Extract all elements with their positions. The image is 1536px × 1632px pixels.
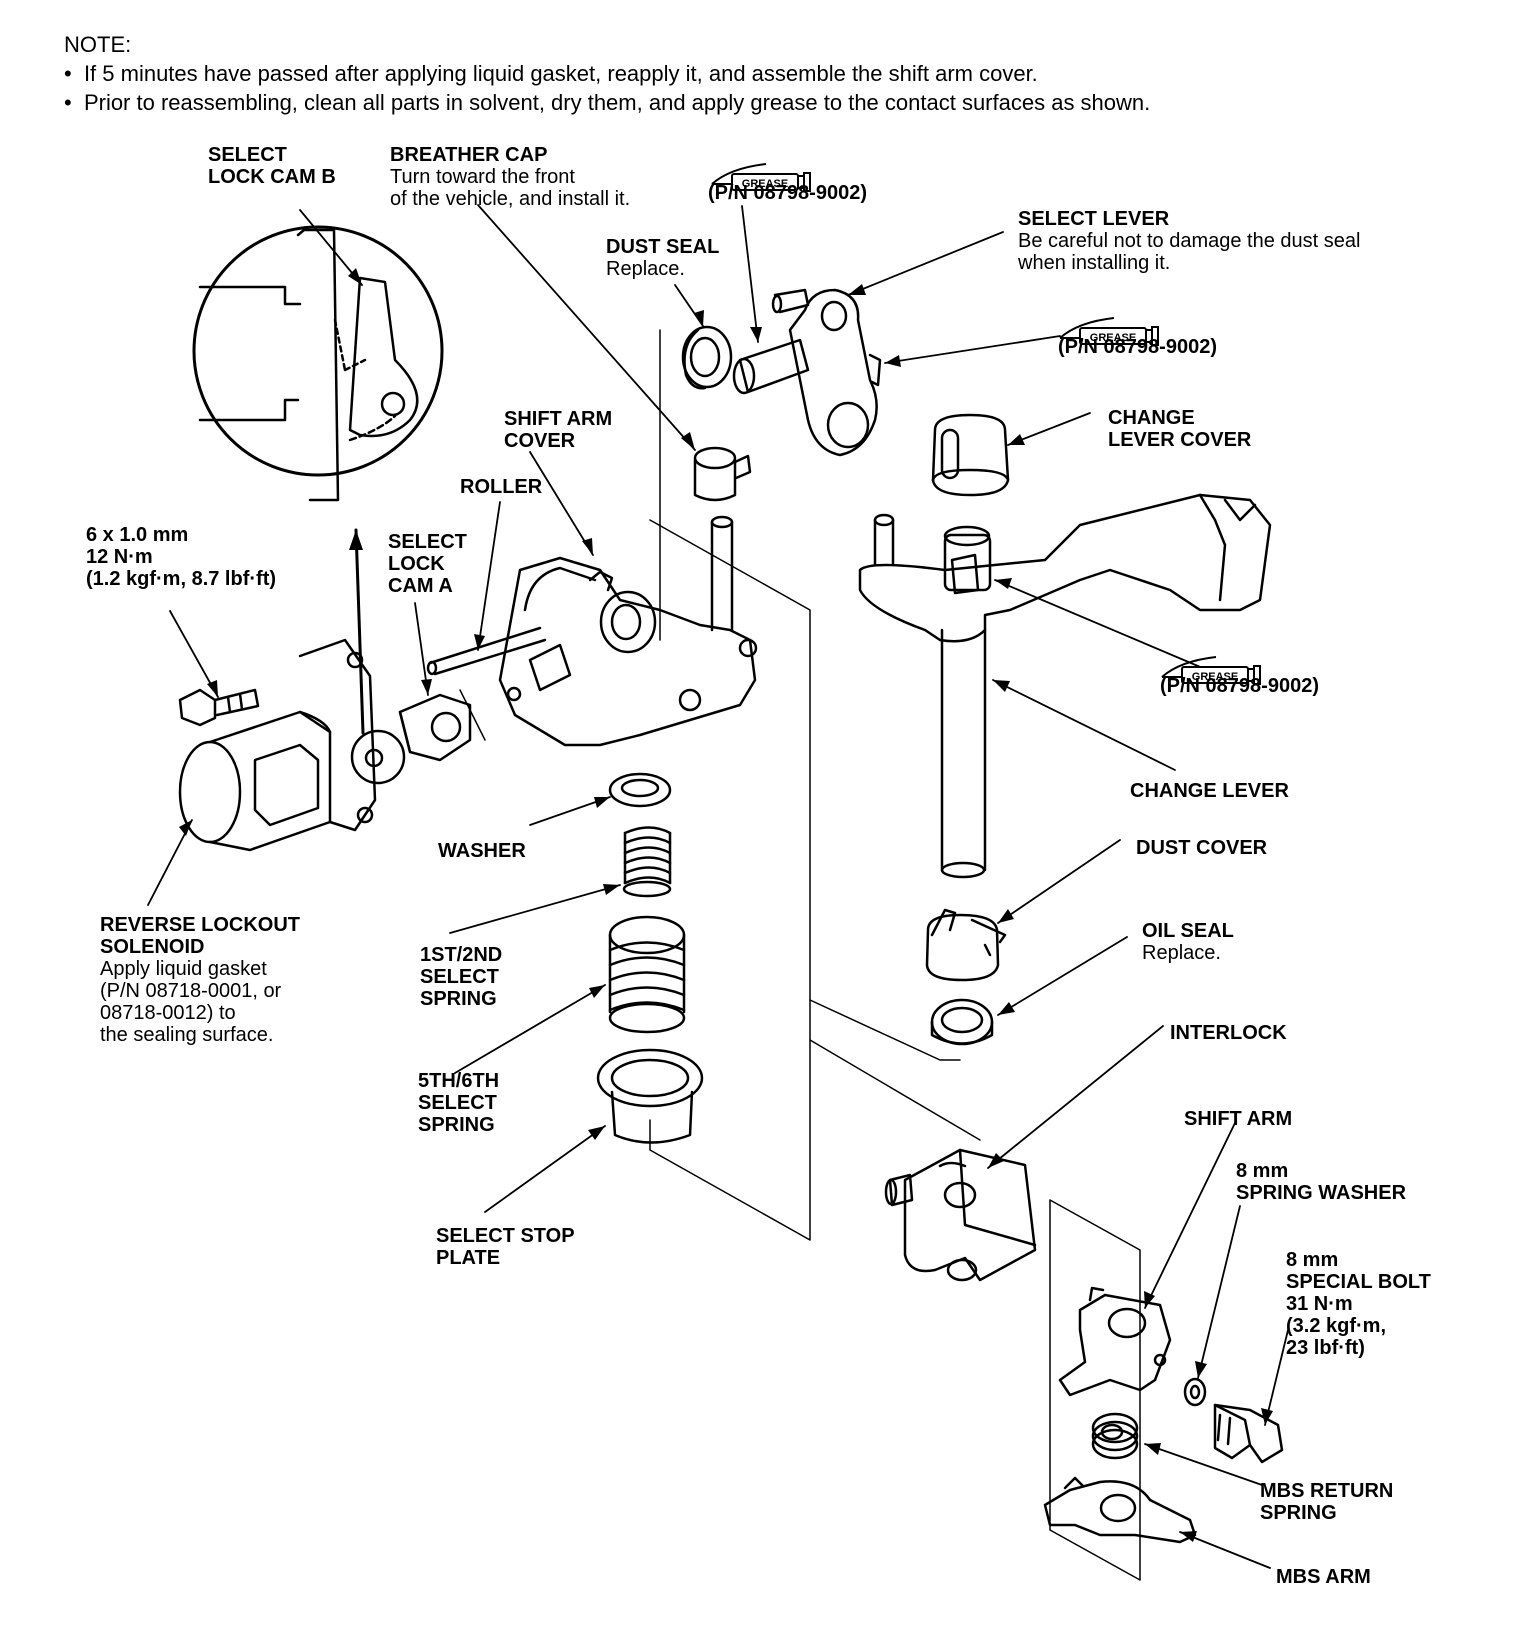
- spring-5th-6th-part: [608, 915, 686, 1034]
- label-mbs-return-spring: MBS RETURN SPRING: [1260, 1480, 1394, 1524]
- note-block: NOTE: If 5 minutes have passed after app…: [64, 30, 1150, 117]
- shift-arm-cover-part: [498, 515, 758, 747]
- svg-text:GREASE: GREASE: [1090, 332, 1136, 344]
- label-shift-arm: SHIFT ARM: [1184, 1108, 1293, 1130]
- label-dust-cover: DUST COVER: [1136, 837, 1268, 859]
- spring-1st-2nd-part: [622, 826, 672, 898]
- alignment-lines: [459, 329, 1141, 1581]
- spring-washer-part: [1183, 1377, 1207, 1407]
- reverse-lockout-solenoid-part: [178, 638, 406, 852]
- svg-text:GREASE: GREASE: [1192, 671, 1238, 683]
- label-dust-seal: DUST SEAL Replace.: [606, 236, 720, 280]
- label-change-lever: CHANGE LEVER: [1130, 780, 1289, 802]
- label-shift-arm-cover: SHIFT ARM COVER: [504, 408, 613, 452]
- arrowheads: [179, 268, 1273, 1542]
- grease-tube-icon: GREASE: [1161, 656, 1261, 685]
- label-spring-1st-2nd: 1ST/2ND SELECT SPRING: [420, 944, 503, 1010]
- grease-callout-3: GREASE (P/N 08798-9002): [1160, 645, 1370, 705]
- label-reverse-lockout-solenoid: REVERSE LOCKOUT SOLENOID Apply liquid ga…: [100, 914, 301, 1046]
- label-oil-seal: OIL SEAL Replace.: [1142, 920, 1234, 964]
- note-item-1: If 5 minutes have passed after applying …: [64, 59, 1150, 88]
- label-select-lever: SELECT LEVER Be careful not to damage th…: [1018, 208, 1361, 274]
- label-select-lock-cam-b: SELECT LOCK CAM B: [208, 144, 336, 188]
- select-lock-cam-a-part: [398, 693, 472, 762]
- note-title: NOTE:: [64, 32, 132, 57]
- roller-part: [426, 626, 547, 676]
- label-roller: ROLLER: [460, 476, 543, 498]
- oil-seal-part: [930, 998, 994, 1046]
- label-spring-washer-8mm: 8 mm SPRING WASHER: [1236, 1160, 1407, 1204]
- breather-cap-part: [693, 446, 752, 502]
- select-lever-part: [732, 288, 882, 457]
- label-select-stop-plate: SELECT STOP PLATE: [436, 1225, 575, 1269]
- label-breather-cap: BREATHER CAP Turn toward the front of th…: [390, 144, 631, 210]
- note-item-2: Prior to reassembling, clean all parts i…: [64, 88, 1150, 117]
- change-lever-part: [858, 493, 1272, 879]
- mbs-arm-part: [1043, 1476, 1197, 1544]
- label-change-lever-cover: CHANGE LEVER COVER: [1108, 407, 1252, 451]
- dust-cover-part: [925, 908, 1007, 982]
- interlock-part: [884, 1148, 1037, 1282]
- shift-arm-part: [1058, 1286, 1172, 1397]
- select-stop-plate-part: [596, 1048, 704, 1144]
- grease-tube-icon: GREASE: [1059, 317, 1159, 346]
- pointer-lines: [147, 204, 1289, 1569]
- mbs-return-spring-part: [1091, 1412, 1139, 1460]
- label-spring-5th-6th: 5TH/6TH SELECT SPRING: [418, 1070, 500, 1136]
- label-bolt-6mm: 6 x 1.0 mm 12 N·m (1.2 kgf·m, 8.7 lbf·ft…: [86, 524, 277, 590]
- svg-text:GREASE: GREASE: [742, 178, 788, 190]
- label-mbs-arm: MBS ARM: [1276, 1566, 1371, 1588]
- dust-seal-part: [681, 325, 733, 390]
- label-washer: WASHER: [438, 840, 526, 862]
- label-interlock: INTERLOCK: [1170, 1022, 1287, 1044]
- washer-part: [608, 772, 672, 808]
- special-bolt-part: [1213, 1403, 1284, 1464]
- grease-callout-2: GREASE (P/N 08798-9002): [1058, 306, 1268, 366]
- label-special-bolt-8mm: 8 mm SPECIAL BOLT 31 N·m (3.2 kgf·m, 23 …: [1286, 1249, 1431, 1359]
- change-lever-cover-part: [931, 413, 1010, 497]
- grease-callout-1: GREASE (P/N 08798-9002): [708, 152, 920, 212]
- grease-tube-icon: GREASE: [711, 163, 811, 192]
- select-lock-cam-b-detail: [192, 225, 444, 502]
- label-select-lock-cam-a: SELECT LOCK CAM A: [388, 531, 467, 597]
